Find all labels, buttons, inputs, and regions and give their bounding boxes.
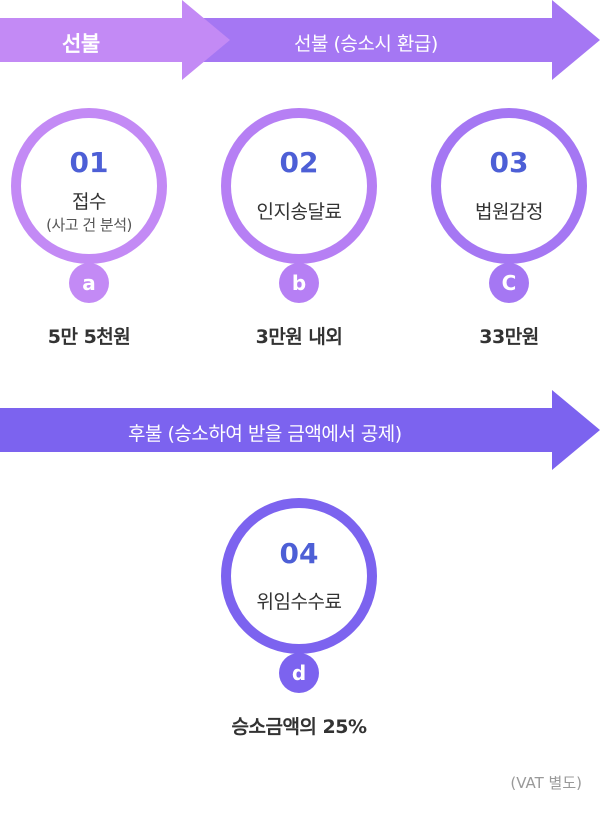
postpay-label: 후불 (승소하여 받을 금액에서 공제) — [128, 423, 402, 445]
step-03-number: 03 — [489, 146, 529, 179]
step-04-badge: d — [279, 653, 319, 693]
step-04-ring — [221, 498, 377, 654]
step-02-badge: b — [279, 263, 319, 303]
step-02-title: 인지송달료 — [256, 201, 342, 223]
prepay-refund-label: 선불 (승소시 환급) — [294, 33, 438, 55]
step-03-ring — [431, 108, 587, 264]
step-01-title: 접수 — [72, 191, 106, 213]
step-04-price: 승소금액의 25% — [231, 716, 368, 738]
step-02-number: 02 — [279, 146, 319, 179]
step-01-price: 5만 5천원 — [47, 326, 131, 348]
step-03-price: 33만원 — [479, 326, 539, 348]
step-01-subtitle: (사고 건 분석) — [46, 216, 132, 234]
step-02-price: 3만원 내외 — [255, 326, 343, 348]
step-03-title: 법원감정 — [475, 201, 543, 223]
step-03-badge: C — [489, 263, 529, 303]
step-02-ring — [221, 108, 377, 264]
prepay-arrow — [0, 0, 230, 80]
step-04-number: 04 — [279, 537, 319, 570]
step-01-number: 01 — [69, 146, 109, 179]
prepay-label: 선불 — [62, 32, 100, 56]
step-01-badge: a — [69, 263, 109, 303]
vat-note: (VAT 별도) — [510, 774, 582, 792]
step-01-ring — [11, 108, 167, 264]
postpay-arrow — [0, 390, 600, 470]
prepay-refund-arrow — [180, 0, 600, 80]
step-04-title: 위임수수료 — [256, 591, 342, 613]
